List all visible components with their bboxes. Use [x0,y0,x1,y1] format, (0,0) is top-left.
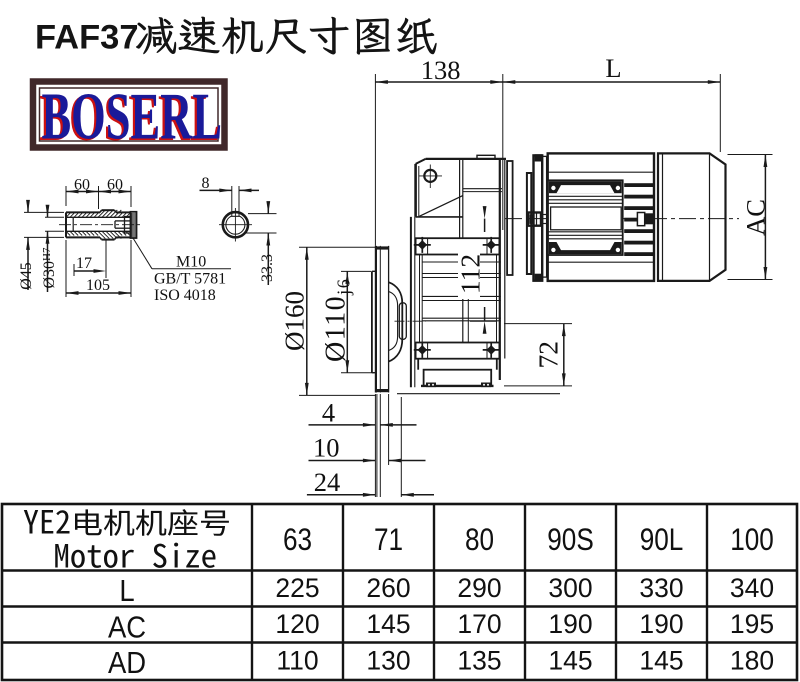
svg-text:105: 105 [86,277,110,294]
svg-text:M10: M10 [176,254,206,271]
svg-text:260: 260 [366,573,410,603]
svg-text:Ø110j6: Ø110j6 [321,278,354,362]
svg-text:145: 145 [366,609,410,639]
svg-text:GB/T 5781: GB/T 5781 [154,271,226,288]
svg-text:90S: 90S [547,523,594,558]
svg-text:330: 330 [639,573,683,603]
svg-text:60: 60 [74,177,90,194]
svg-text:FAF37: FAF37 [35,19,139,57]
svg-text:90L: 90L [640,523,684,558]
svg-text:80: 80 [465,523,494,558]
svg-text:145: 145 [639,646,683,676]
svg-text:71: 71 [374,523,403,558]
svg-text:340: 340 [730,573,774,603]
svg-text:138: 138 [421,55,461,85]
svg-text:AC: AC [108,611,146,645]
svg-text:190: 190 [548,609,592,639]
svg-text:Ø160: Ø160 [280,291,310,351]
svg-text:60: 60 [107,177,123,194]
svg-text:17: 17 [76,255,92,272]
svg-text:Ø45: Ø45 [18,262,35,290]
svg-text:AC: AC [741,199,771,236]
svg-text:Ø30H7: Ø30H7 [41,247,58,289]
svg-text:L: L [605,53,621,83]
svg-text:8: 8 [202,175,210,192]
svg-text:290: 290 [457,573,501,603]
svg-text:BOSERL: BOSERL [39,83,220,156]
svg-text:195: 195 [730,609,774,639]
svg-text:24: 24 [314,467,341,497]
svg-text:4: 4 [322,398,335,428]
svg-text:100: 100 [730,523,774,558]
svg-text:170: 170 [457,609,501,639]
svg-text:110: 110 [276,646,318,676]
svg-text:ISO 4018: ISO 4018 [154,287,216,304]
svg-text:145: 145 [548,646,592,676]
svg-text:225: 225 [275,573,319,603]
svg-text:72: 72 [533,341,564,369]
svg-text:190: 190 [639,609,683,639]
svg-text:L: L [119,575,134,609]
svg-text:300: 300 [548,573,592,603]
svg-text:10: 10 [313,433,340,463]
svg-text:AD: AD [108,647,146,681]
svg-text:120: 120 [275,609,319,639]
svg-text:135: 135 [457,646,501,676]
svg-text:112: 112 [455,254,486,294]
svg-text:63: 63 [283,523,312,558]
svg-text:BOSERL: BOSERL [42,81,223,154]
svg-text:33.3: 33.3 [259,254,276,282]
svg-text:180: 180 [730,646,774,676]
svg-text:130: 130 [366,646,410,676]
